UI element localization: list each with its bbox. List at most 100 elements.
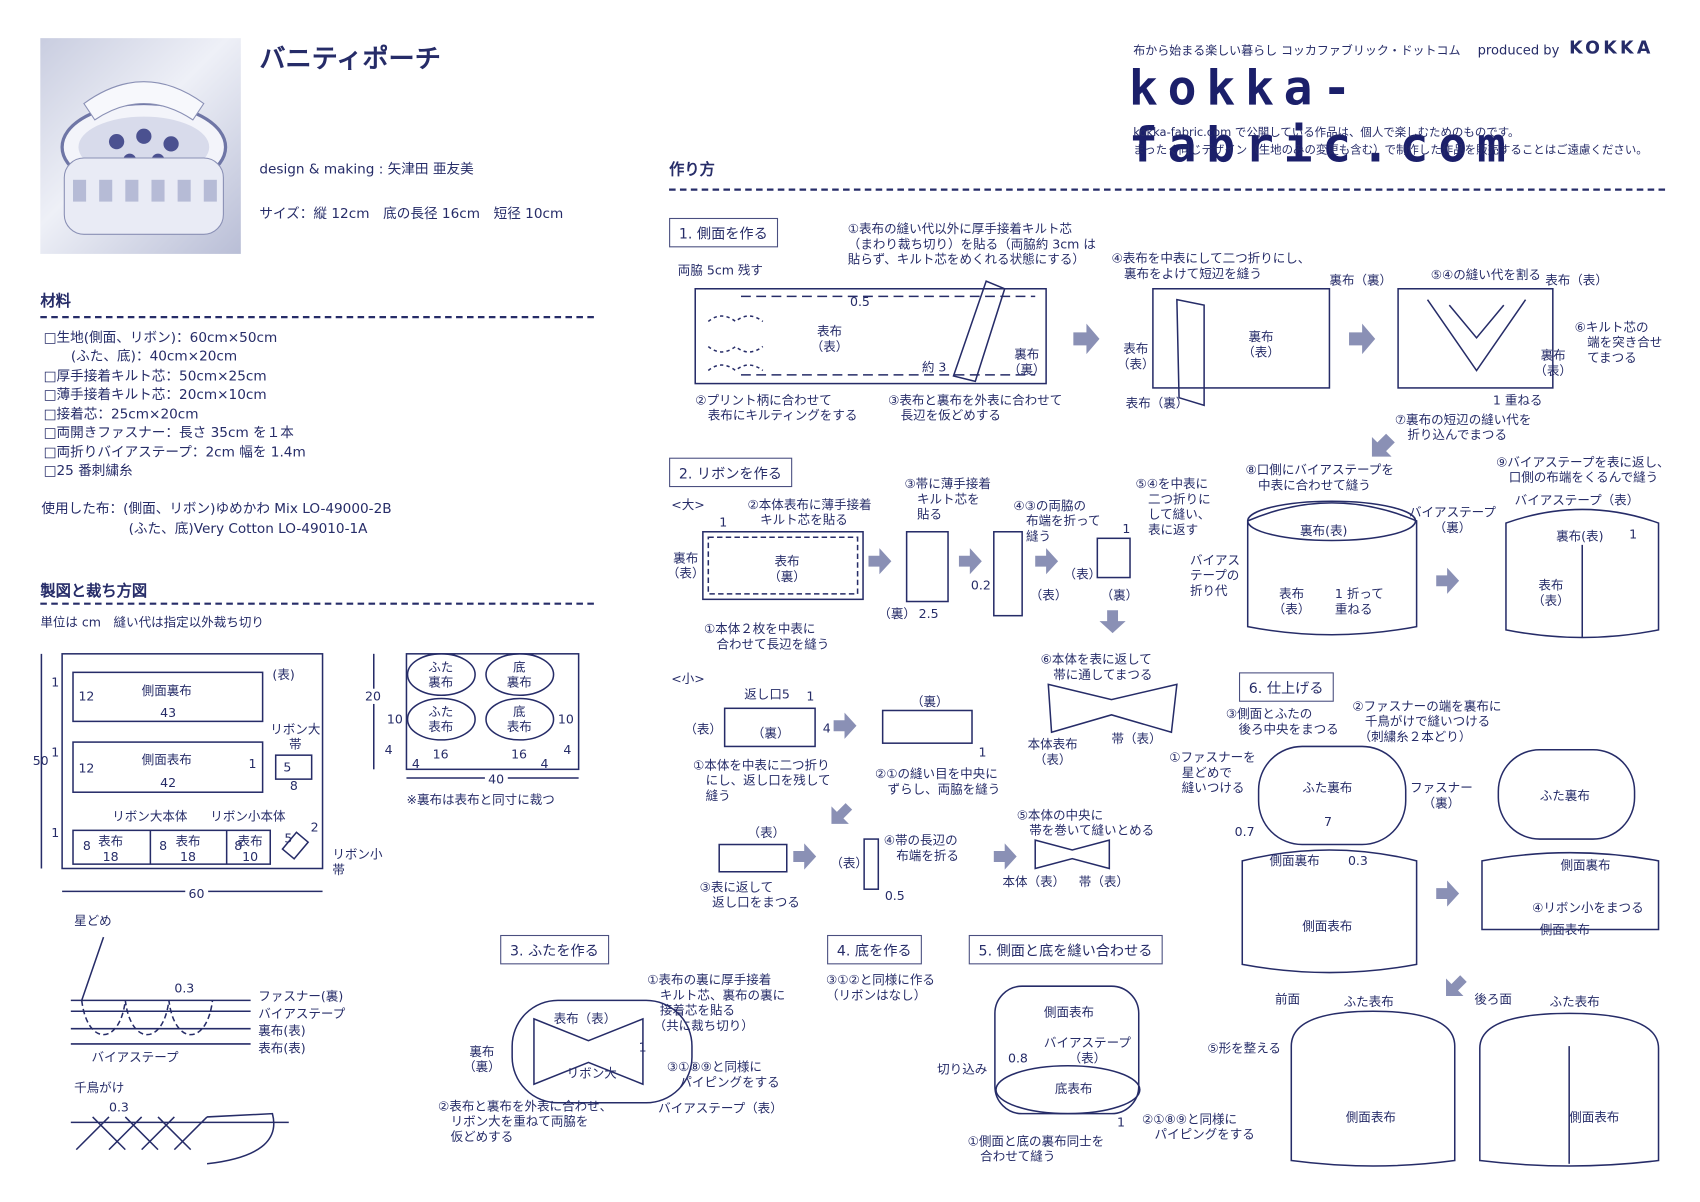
lid-open-2 [1497, 748, 1636, 840]
arrows [793, 323, 1467, 996]
arrow-icon [1436, 567, 1460, 594]
label: 2.5 [918, 605, 939, 622]
label: 8 [82, 837, 91, 854]
folded-panel [1152, 288, 1331, 389]
arrow-icon [1073, 323, 1100, 355]
label: （裏） [1100, 587, 1139, 603]
label: 返し口5 [744, 686, 790, 702]
step-4-title: 4. 底を作る [827, 934, 922, 965]
site-logo[interactable]: kokka-fabric.com [1128, 61, 1516, 174]
label: 底 裏布 [506, 659, 532, 690]
fabric-used-2: (ふた、底)Very Cotton LO-49010-1A [128, 519, 368, 537]
label: ③①⑧⑨と同様に パイピングをする [666, 1059, 780, 1090]
label: 5 [284, 830, 293, 846]
label: （表） [1029, 587, 1068, 603]
label: 1 [638, 1039, 647, 1055]
label: 側面表布 [1569, 1109, 1620, 1125]
material-item: □薄手接着キルト芯：20cm×10cm [43, 385, 267, 403]
arrow-icon [793, 843, 817, 870]
label: ⑥キルト芯の 端を突き合せ てまつる [1574, 319, 1663, 366]
label: 1 重ねる [1492, 392, 1543, 408]
label: 0.3 [174, 980, 195, 996]
arrow-icon [1349, 323, 1376, 355]
label: <大> [671, 496, 705, 513]
label: 側面表布 [1539, 921, 1590, 938]
label: 10 [557, 711, 574, 727]
label: 4 [540, 756, 549, 772]
label: ③帯に薄手接着 キルト芯を 貼る [904, 476, 991, 522]
label: ふた表布 [1549, 993, 1600, 1010]
label: 0.3 [108, 1099, 129, 1115]
side-panel [694, 288, 1047, 385]
label: 4 [411, 756, 420, 772]
label: 裏布 （表） [1534, 347, 1572, 379]
size-info: サイズ：縦 12cm 底の長径 16cm 短径 10cm [259, 204, 564, 222]
label: 表布 （表） [1272, 586, 1311, 617]
label: ふた裏布 [1302, 780, 1353, 796]
label: ③表布と裏布を外表に合わせて 長辺を仮どめする [888, 392, 1063, 423]
label: 1 [1122, 520, 1131, 537]
label: ⑤④の縫い代を割る [1430, 266, 1541, 283]
label: 表布（表） [1545, 272, 1608, 288]
label: 4 [384, 742, 393, 758]
arrow-icon [1446, 975, 1467, 996]
label: ③側面とふたの 後ろ中央をまつる [1225, 706, 1339, 737]
label: 0.2 [970, 577, 991, 593]
label: 表布 18 [175, 833, 201, 865]
label: 表布 （表） [810, 323, 849, 355]
label: ⑤本体の中央に 帯を巻いて縫いとめる [1016, 807, 1155, 838]
label: ③表に返して 返し口をまつる [699, 879, 800, 910]
label: 8 [159, 837, 168, 854]
label: 千鳥がけ [74, 1079, 125, 1096]
label: バイアステープ [91, 1049, 179, 1065]
label: 1 [1116, 1114, 1125, 1131]
arrow-icon [1371, 433, 1395, 457]
label: 0.7 [1234, 823, 1255, 840]
label: バイアステープ（表） [658, 1100, 783, 1116]
label: 42 [160, 774, 177, 791]
material-item: □接着芯：25cm×20cm [43, 405, 199, 422]
label: 後ろ面 [1474, 991, 1512, 1007]
arrow-icon [868, 548, 892, 575]
label: ②ファスナーの端を裏布に 千鳥がけで縫いつける （刺繍糸２本どり） [1352, 698, 1502, 745]
label: 1 [51, 744, 60, 760]
piece-small-band [281, 831, 310, 860]
label: 裏布（裏） [1329, 272, 1393, 288]
arrow-icon [831, 803, 853, 824]
cylinder-binding [1246, 502, 1418, 636]
bow-large [1047, 683, 1178, 734]
step-1-title: 1. 側面を作る [669, 217, 778, 248]
bow-small [1034, 839, 1111, 870]
label: ①本体を中表に二つ折り にし、返し口を残して 縫う [693, 757, 831, 804]
label: 0.8 [1007, 1050, 1028, 1066]
lid-open [1257, 745, 1407, 846]
piece-side-lining [72, 671, 264, 723]
label: 側面裏布 [1269, 853, 1320, 869]
label: ふた表布 [1343, 993, 1394, 1010]
label: ※裏布は表布と同寸に裁つ [406, 792, 555, 808]
page-title: バニティポーチ [259, 43, 441, 75]
label: バイアステープ [258, 1005, 346, 1022]
materials-heading: 材料 [40, 293, 71, 311]
label: 7 [1323, 814, 1332, 830]
unit-note: 単位は cm 縫い代は指定以外裁ち切り [40, 614, 264, 630]
piece-side-outer [72, 741, 264, 793]
label: 表布 （表） [1532, 577, 1570, 609]
body-open [1241, 849, 1418, 974]
label: 裏布 （表） [666, 550, 705, 581]
label: 帯（表） [1111, 731, 1162, 747]
label: 4 [822, 720, 831, 736]
label: 1 [806, 688, 815, 704]
label: 表布(表) [258, 1040, 306, 1056]
step-5-title: 5. 側面と底を縫い合わせる [968, 934, 1163, 965]
label: 10 [386, 711, 403, 727]
label: 両脇 5cm 残す [677, 262, 763, 278]
label: 8 [234, 837, 243, 854]
label: 1 [719, 514, 728, 530]
label: 星どめ [74, 913, 112, 929]
fabric-layout-2 [405, 653, 580, 771]
arrow-icon [833, 712, 857, 739]
label: ⑨バイアステープを表に返し、 口側の布端をくるんで縫う [1496, 454, 1670, 485]
fabric-layout-1 [61, 653, 324, 870]
